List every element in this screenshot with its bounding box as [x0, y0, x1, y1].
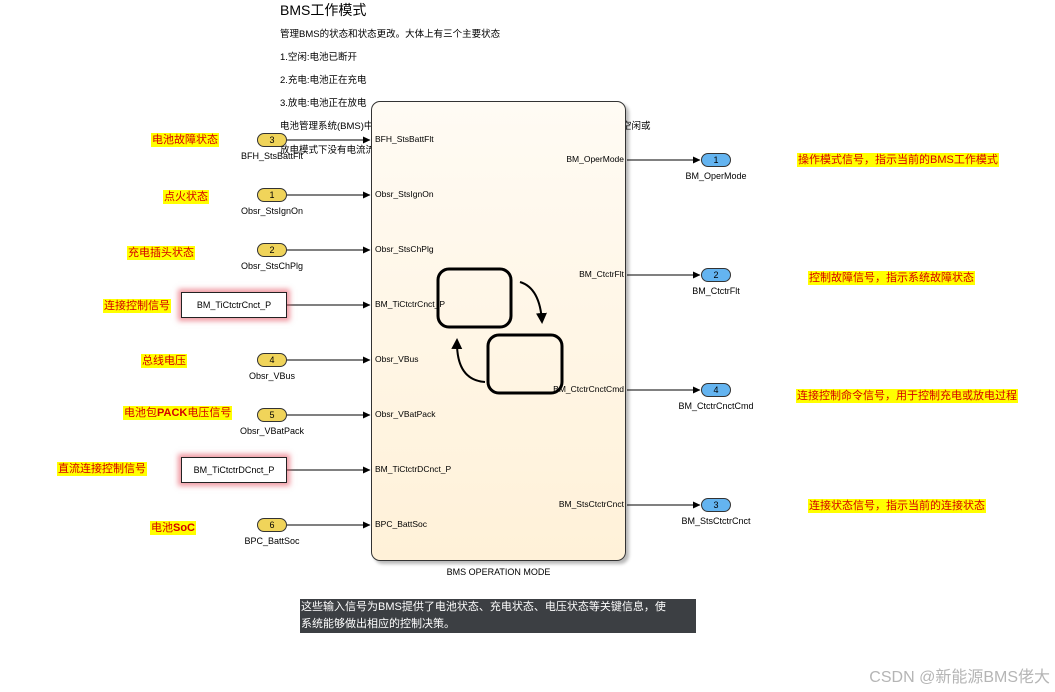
block-input-port: BM_TiCtctrDCnct_P: [375, 464, 452, 474]
block-input-port: Obsr_StsIgnOn: [375, 189, 434, 199]
annotation-output: 操作模式信号，指示当前的BMS工作模式: [797, 153, 999, 167]
outport-signal-name: BM_OperMode: [685, 171, 747, 181]
annotation-output: 控制故障信号，指示系统故障状态: [808, 271, 975, 285]
inport-block[interactable]: 4: [257, 353, 287, 367]
description-line: 3.放电:电池正在放电: [280, 98, 367, 110]
annotation-text: 电池包: [124, 407, 157, 419]
block-input-port: Obsr_VBatPack: [375, 409, 436, 419]
annotation-output: 连接控制命令信号，用于控制充电或放电过程: [796, 389, 1018, 403]
constant-block[interactable]: BM_TiCtctrDCnct_P: [181, 457, 287, 483]
bottom-annotation-line: 这些输入信号为BMS提供了电池状态、充电状态、电压状态等关键信息，使: [301, 601, 666, 613]
inport-signal-name: Obsr_StsIgnOn: [240, 206, 304, 216]
annotation-text: 电压信号: [187, 407, 232, 419]
outport-signal-name: BM_StsCtctrCnct: [681, 516, 751, 526]
annotation-input: 电池SoC: [150, 521, 196, 535]
outport-block[interactable]: 1: [701, 153, 731, 167]
inport-block[interactable]: 6: [257, 518, 287, 532]
annotation-text: 电池: [151, 522, 173, 534]
outport-block[interactable]: 2: [701, 268, 731, 282]
block-input-port: Obsr_VBus: [375, 354, 419, 364]
inport-block[interactable]: 3: [257, 133, 287, 147]
annotation-input: 直流连接控制信号: [57, 462, 147, 476]
outport-signal-name: BM_CtctrCnctCmd: [678, 401, 754, 411]
inport-signal-name: BPC_BattSoc: [244, 536, 300, 546]
annotation-bold-text: PACK: [157, 407, 188, 419]
block-output-port: BM_OperMode: [566, 154, 624, 164]
block-name: BMS OPERATION MODE: [446, 567, 551, 577]
block-output-port: BM_CtctrFlt: [579, 269, 624, 279]
description-line: 1.空闲:电池已断开: [280, 51, 358, 63]
block-input-port: BM_TiCtctrCnct_P: [375, 299, 446, 309]
block-input-port: BFH_StsBattFlt: [375, 134, 434, 144]
diagram-title: BMS工作模式: [280, 2, 367, 18]
annotation-input: 充电插头状态: [127, 246, 195, 260]
block-output-port: BM_StsCtctrCnct: [558, 499, 624, 509]
inport-signal-name: Obsr_VBatPack: [239, 426, 305, 436]
constant-block[interactable]: BM_TiCtctrCnct_P: [181, 292, 287, 318]
annotation-input: 点火状态: [163, 190, 209, 204]
description-line: 管理BMS的状态和状态更改。大体上有三个主要状态: [280, 28, 501, 40]
inport-block[interactable]: 5: [257, 408, 287, 422]
inport-block[interactable]: 1: [257, 188, 287, 202]
annotation-input: 电池故障状态: [151, 133, 219, 147]
bottom-annotation-line: 系统能够做出相应的控制决策。: [301, 618, 455, 630]
watermark: CSDN @新能源BMS佬大: [869, 669, 1050, 686]
annotation-input: 连接控制信号: [103, 299, 171, 313]
block-input-port: BPC_BattSoc: [375, 519, 427, 529]
description-line: 2.充电:电池正在充电: [280, 74, 367, 86]
annotation-input: 总线电压: [141, 354, 187, 368]
block-output-port: BM_CtctrCnctCmd: [553, 384, 624, 394]
bms-operation-mode-block[interactable]: [371, 101, 626, 561]
inport-block[interactable]: 2: [257, 243, 287, 257]
inport-signal-name: Obsr_VBus: [248, 371, 296, 381]
annotation-bold-text: SoC: [173, 522, 195, 534]
outport-block[interactable]: 3: [701, 498, 731, 512]
block-input-port: Obsr_StsChPlg: [375, 244, 434, 254]
inport-signal-name: Obsr_StsChPlg: [240, 261, 304, 271]
outport-signal-name: BM_CtctrFlt: [692, 286, 740, 296]
inport-signal-name: BFH_StsBattFlt: [240, 151, 303, 161]
stateflow-chart-icon: [436, 267, 564, 395]
annotation-output: 连接状态信号，指示当前的连接状态: [808, 499, 986, 513]
outport-block[interactable]: 4: [701, 383, 731, 397]
bottom-annotation: 这些输入信号为BMS提供了电池状态、充电状态、电压状态等关键信息，使 系统能够做…: [300, 599, 696, 633]
annotation-input: 电池包PACK电压信号: [123, 406, 233, 420]
